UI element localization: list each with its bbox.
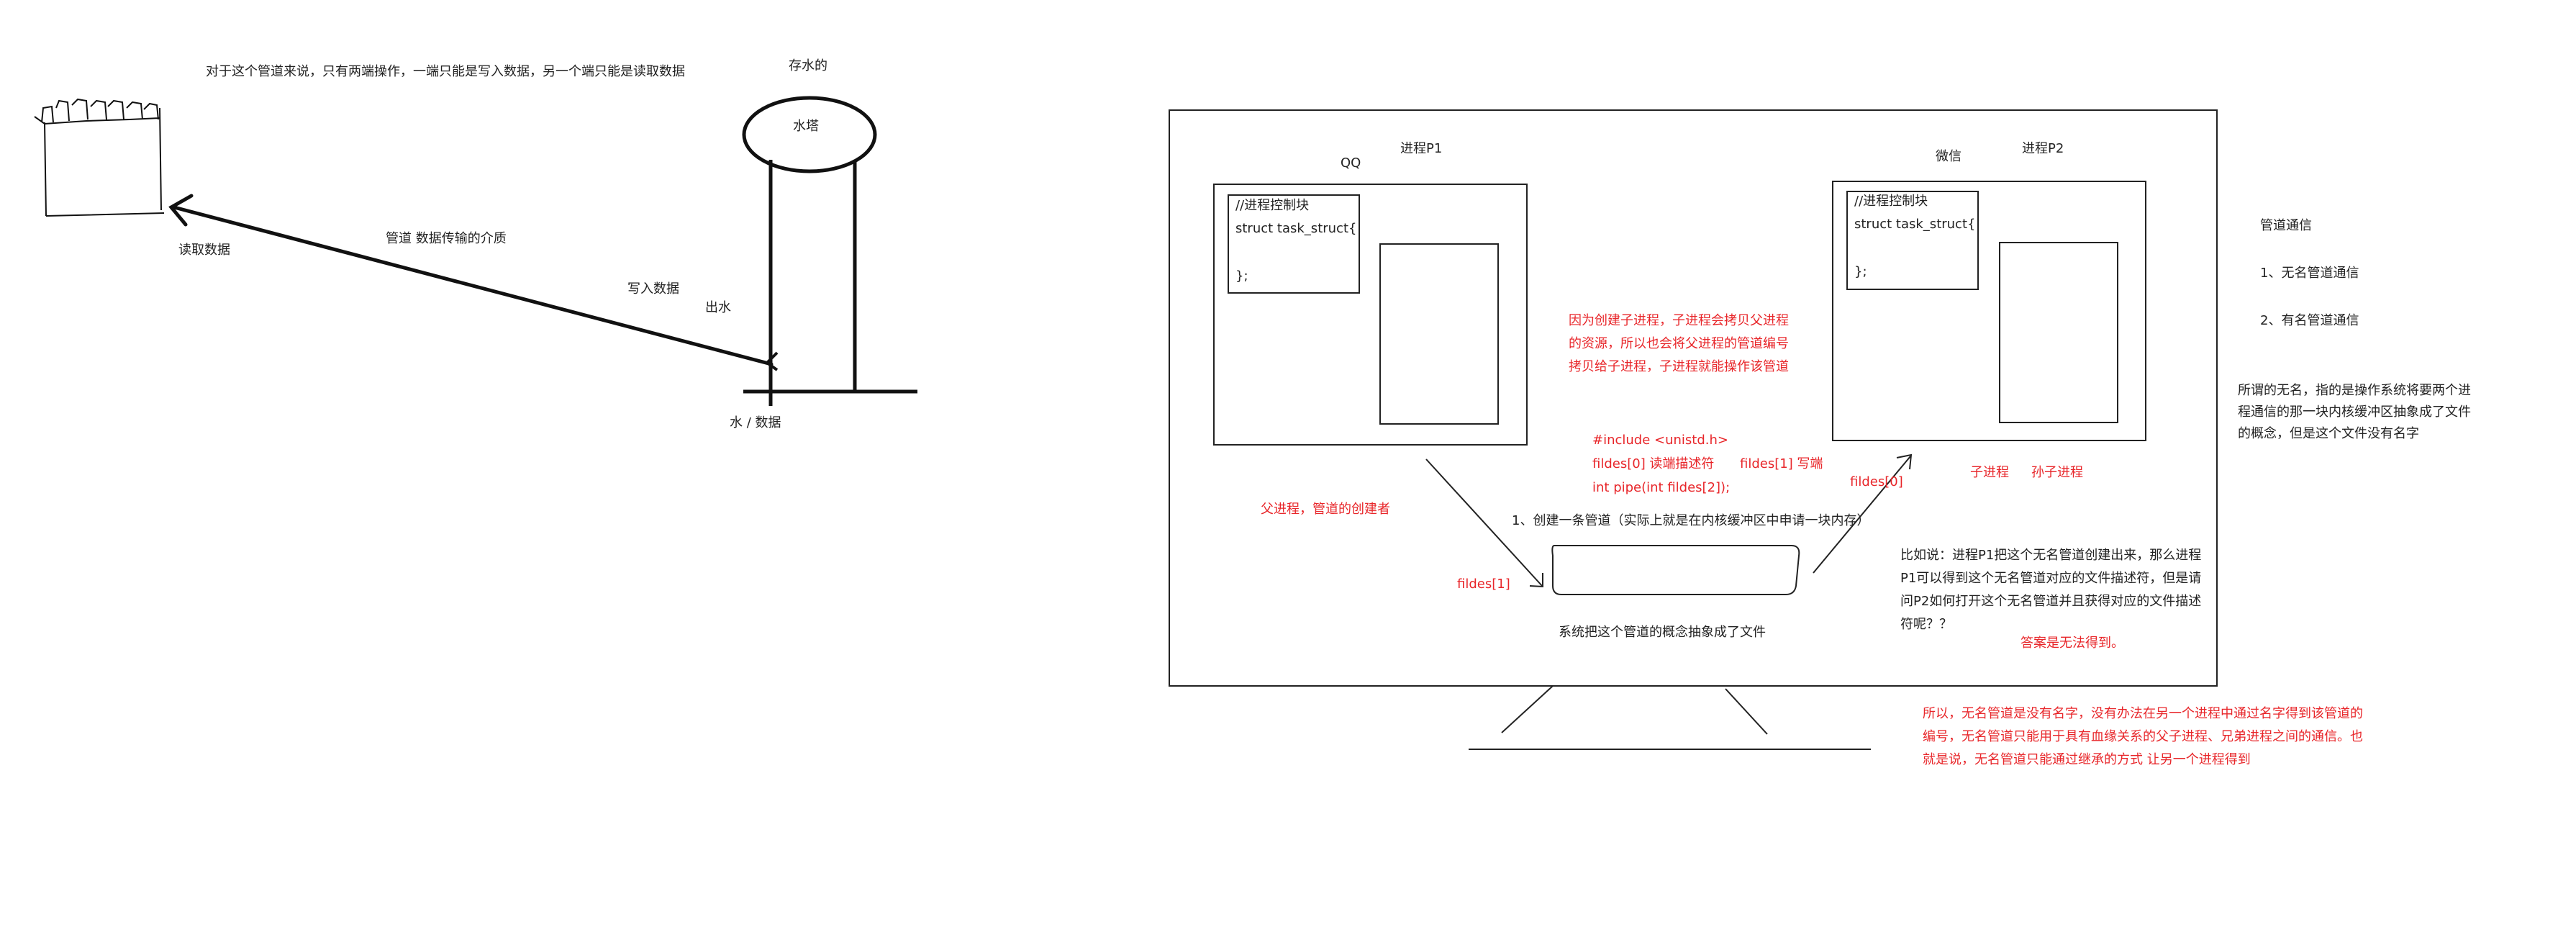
bottom-note: 所以，无名管道是没有名字，没有办法在另一个进程中通过名字得到该管道的编号，无名管… xyxy=(1923,706,2363,767)
outlet-hook xyxy=(764,351,779,371)
pipe-label: 管道 数据传输的介质 xyxy=(386,231,507,246)
water-tower xyxy=(742,96,917,406)
process-p2-box xyxy=(1832,181,2146,441)
tower-label: 水塔 xyxy=(793,119,819,134)
parent-note: 父进程，管道的创建者 xyxy=(1261,502,1390,517)
p2-title: 进程P2 xyxy=(2022,141,2064,156)
pipe-comm-heading: 管道通信 xyxy=(2260,218,2312,233)
storage-label: 存水的 xyxy=(789,58,827,73)
example-note: 比如说：进程P1把这个无名管道创建出来，那么进程P1可以得到这个无名管道对应的文… xyxy=(1900,548,2202,632)
grandchild-process-label: 孙子进程 xyxy=(2031,465,2083,480)
answer-label: 答案是无法得到。 xyxy=(2021,636,2124,651)
process-p1-box xyxy=(1213,184,1528,446)
p2-pcb-comment: //进程控制块 xyxy=(1854,194,1928,209)
p2-app-label: 微信 xyxy=(1936,149,1962,164)
outlet-label: 出水 xyxy=(705,300,731,315)
write-label: 写入数据 xyxy=(627,281,679,297)
pipe-note: 对于这个管道来说，只有两端操作，一端只能是写入数据，另一个端只能是读取数据 xyxy=(206,64,685,79)
named-pipe-item: 2、有名管道通信 xyxy=(2260,313,2359,328)
p1-pcb-struct: struct task_struct{ xyxy=(1235,221,1357,236)
p2-pcb-close: }; xyxy=(1854,264,1867,279)
file-abstraction-label: 系统把这个管道的概念抽象成了文件 xyxy=(1559,625,1766,640)
read-arrow xyxy=(1813,453,1913,574)
water-label: 水 / 数据 xyxy=(730,415,781,430)
pipe-buffer-shape xyxy=(1551,545,1800,595)
unnamed-pipe-item: 1、无名管道通信 xyxy=(2260,266,2359,281)
fildes1-line: fildes[1] 写端 xyxy=(1740,456,1823,471)
p1-pcb-comment: //进程控制块 xyxy=(1235,198,1310,213)
p1-pcb-close: }; xyxy=(1235,268,1248,284)
pipe-arrow xyxy=(168,194,774,366)
fildes1-label: fildes[1] xyxy=(1457,577,1510,592)
include-line: #include <unistd.h> xyxy=(1592,433,1728,448)
receiver-sketch xyxy=(34,98,165,217)
write-arrow xyxy=(1425,458,1543,588)
child-process-label: 子进程 xyxy=(1970,465,2009,480)
p2-pcb-struct: struct task_struct{ xyxy=(1854,217,1976,232)
p1-title: 进程P1 xyxy=(1400,141,1443,156)
read-label: 读取数据 xyxy=(178,243,230,258)
fildes0-label: fildes[0] xyxy=(1850,474,1903,489)
unnamed-definition: 所谓的无名，指的是操作系统将要两个进程通信的那一块内核缓冲区抽象成了文件的概念，… xyxy=(2238,383,2471,441)
pipe-function-line: int pipe(int fildes[2]); xyxy=(1592,480,1731,495)
fork-note: 因为创建子进程，子进程会拷贝父进程的资源，所以也会将父进程的管道编号拷贝给子进程… xyxy=(1569,313,1789,374)
fildes0-line: fildes[0] 读端描述符 xyxy=(1592,456,1715,471)
monitor-frame xyxy=(1169,109,2218,750)
create-pipe-label: 1、创建一条管道（实际上就是在内核缓冲区中申请一块内存） xyxy=(1512,513,1870,528)
p1-app-label: QQ xyxy=(1341,155,1361,171)
